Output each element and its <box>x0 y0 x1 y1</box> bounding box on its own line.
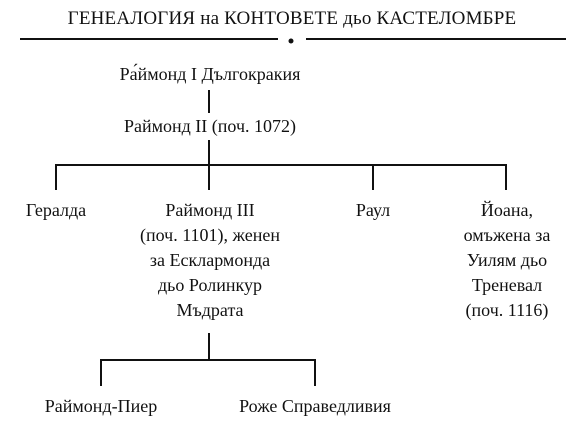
node-raymond-3: Раймонд III (поч. 1101), женен за Есклар… <box>140 198 280 323</box>
node-raymond-3-line: за Есклармонда <box>149 250 271 270</box>
node-raymond-1: Ра́ймонд I Дългокракия <box>119 64 301 84</box>
node-raymond-3-line: Раймонд III <box>165 200 255 220</box>
node-raymond-pierre: Раймонд-Пиер <box>44 396 158 416</box>
node-raymond-2: Раймонд II (поч. 1072) <box>123 116 297 136</box>
node-yoana-line: Йоана, <box>480 200 534 220</box>
node-geralda: Гералда <box>25 200 87 220</box>
node-raymond-3-line: дьо Ролинкур <box>158 275 262 295</box>
node-yoana-line: Треневал <box>471 275 543 295</box>
node-yoana-line: Уилям дьо <box>466 250 548 270</box>
node-raymond-3-line: (поч. 1101), женен <box>140 225 280 245</box>
genealogy-title: ГЕНЕАЛОГИЯ на КОНТОВЕТЕ дьо КАСТЕЛОМБРЕ <box>67 8 517 29</box>
node-raymond-3-line: Мъдрата <box>176 300 244 320</box>
node-yoana-line: омъжена за <box>463 225 551 245</box>
node-yoana-line: (поч. 1116) <box>465 300 549 320</box>
node-roger: Роже Справедливия <box>239 396 391 416</box>
node-yoana: Йоана, омъжена за Уилям дьо Треневал (по… <box>464 198 551 323</box>
title-rule-dot <box>288 38 294 44</box>
node-raoul: Раул <box>355 200 391 220</box>
